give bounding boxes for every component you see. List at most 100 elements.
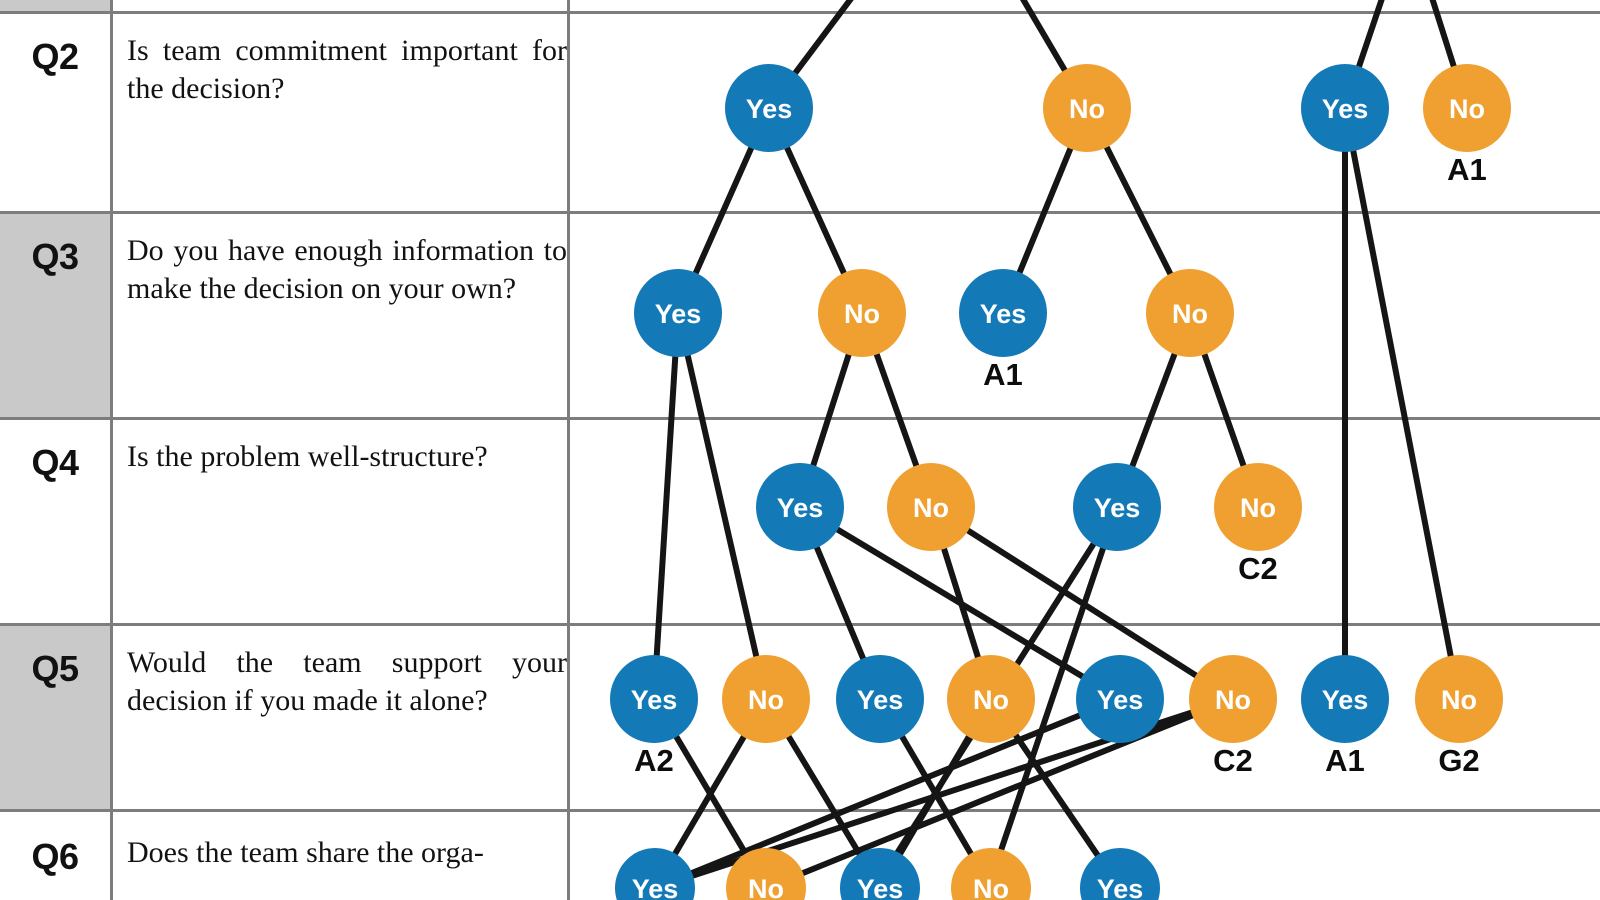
tree-node-q6e[interactable]: Yes: [1080, 848, 1160, 900]
node-circle-yes[interactable]: [840, 848, 920, 900]
node-circle-no[interactable]: [1043, 64, 1131, 152]
tree-edge: [675, 310, 769, 702]
id-cell-q4: Q4: [0, 418, 110, 624]
tree-node-q4b[interactable]: No: [887, 463, 975, 551]
outcome-label: C2: [1238, 551, 1278, 586]
question-cell-q2: Is team commitment important for the dec…: [127, 12, 567, 212]
row-divider-3: [0, 623, 1600, 626]
question-id-label: Q4: [31, 442, 79, 483]
node-circle-no[interactable]: [722, 655, 810, 743]
node-answer-label: Yes: [746, 94, 793, 124]
node-circle-yes[interactable]: [615, 848, 695, 900]
id-cell-q3: Q3: [0, 212, 110, 418]
node-circle-no[interactable]: [887, 463, 975, 551]
tree-node-q3d[interactable]: No: [1146, 269, 1234, 357]
tree-node-q6b[interactable]: No: [726, 848, 806, 900]
question-id-label: Q6: [31, 836, 79, 877]
node-circle-yes[interactable]: [634, 269, 722, 357]
tree-node-q6d[interactable]: No: [951, 848, 1031, 900]
tree-edge: [1342, 105, 1462, 702]
node-circle-yes[interactable]: [959, 269, 1047, 357]
outcome-label: A2: [634, 743, 674, 778]
question-id-label: Q3: [31, 236, 79, 277]
node-circle-yes[interactable]: [1076, 655, 1164, 743]
tree-node-q3b[interactable]: No: [818, 269, 906, 357]
node-answer-label: Yes: [857, 874, 904, 900]
question-text: Do you have enough information to make t…: [127, 234, 567, 306]
node-answer-label: No: [1215, 685, 1251, 715]
node-answer-label: Yes: [655, 299, 702, 329]
node-answer-label: Yes: [777, 493, 824, 523]
node-answer-label: Yes: [632, 874, 679, 900]
tree-node-q6c[interactable]: Yes: [840, 848, 920, 900]
node-circle-yes[interactable]: [756, 463, 844, 551]
row-divider-0: [0, 11, 1600, 14]
node-circle-no[interactable]: [818, 269, 906, 357]
id-cell-q5: Q5: [0, 624, 110, 810]
question-text: Does the team share the orga-: [127, 836, 484, 869]
question-id-label: Q5: [31, 648, 79, 689]
tree-node-q5b[interactable]: No: [722, 655, 810, 743]
node-circle-no[interactable]: [1189, 655, 1277, 743]
tree-node-q6a[interactable]: Yes: [615, 848, 695, 900]
node-circle-no[interactable]: [1415, 655, 1503, 743]
tree-edge: [763, 696, 1236, 891]
node-answer-label: No: [1449, 94, 1485, 124]
question-id-label: Q2: [31, 36, 79, 77]
column-divider-1: [567, 0, 570, 900]
node-answer-label: Yes: [1094, 493, 1141, 523]
node-circle-yes[interactable]: [1301, 64, 1389, 152]
node-circle-no[interactable]: [1214, 463, 1302, 551]
node-answer-label: No: [748, 874, 784, 900]
node-circle-yes[interactable]: [1080, 848, 1160, 900]
outcome-label: C2: [1213, 743, 1253, 778]
node-answer-label: Yes: [980, 299, 1027, 329]
node-circle-no[interactable]: [1146, 269, 1234, 357]
id-cell-partial-top: [0, 0, 110, 12]
outcome-label: G2: [1438, 743, 1479, 778]
tree-edge: [652, 696, 1123, 891]
node-answer-label: No: [913, 493, 949, 523]
tree-node-q5d[interactable]: No: [947, 655, 1035, 743]
node-answer-label: No: [748, 685, 784, 715]
node-answer-label: Yes: [857, 685, 904, 715]
node-circle-yes[interactable]: [725, 64, 813, 152]
question-cell-q3: Do you have enough information to make t…: [127, 212, 567, 418]
tree-node-q2c[interactable]: Yes: [1301, 64, 1389, 152]
tree-edge: [988, 504, 1120, 883]
tree-node-q5c[interactable]: Yes: [836, 655, 924, 743]
tree-node-q5e[interactable]: Yes: [1076, 655, 1164, 743]
row-divider-1: [0, 211, 1600, 214]
tree-node-q4c[interactable]: Yes: [1073, 463, 1161, 551]
node-circle-yes[interactable]: [610, 655, 698, 743]
node-circle-no[interactable]: [951, 848, 1031, 900]
tree-node-q3a[interactable]: Yes: [634, 269, 722, 357]
node-circle-no[interactable]: [947, 655, 1035, 743]
node-circle-yes[interactable]: [1301, 655, 1389, 743]
tree-edge: [651, 310, 681, 702]
node-circle-yes[interactable]: [836, 655, 924, 743]
node-circle-no[interactable]: [1423, 64, 1511, 152]
question-text: Is the problem well-structure?: [127, 440, 488, 473]
node-circle-yes[interactable]: [1073, 463, 1161, 551]
column-divider-0: [110, 0, 113, 900]
id-cell-q2: Q2: [0, 12, 110, 212]
node-circle-no[interactable]: [726, 848, 806, 900]
node-answer-label: Yes: [1322, 94, 1369, 124]
row-divider-2: [0, 417, 1600, 420]
node-answer-label: No: [1240, 493, 1276, 523]
tree-node-q4a[interactable]: Yes: [756, 463, 844, 551]
node-answer-label: Yes: [1097, 874, 1144, 900]
tree-node-q2a[interactable]: Yes: [725, 64, 813, 152]
tree-node-q2b[interactable]: No: [1043, 64, 1131, 152]
question-cell-q5: Would the team support your decision if …: [127, 624, 567, 810]
